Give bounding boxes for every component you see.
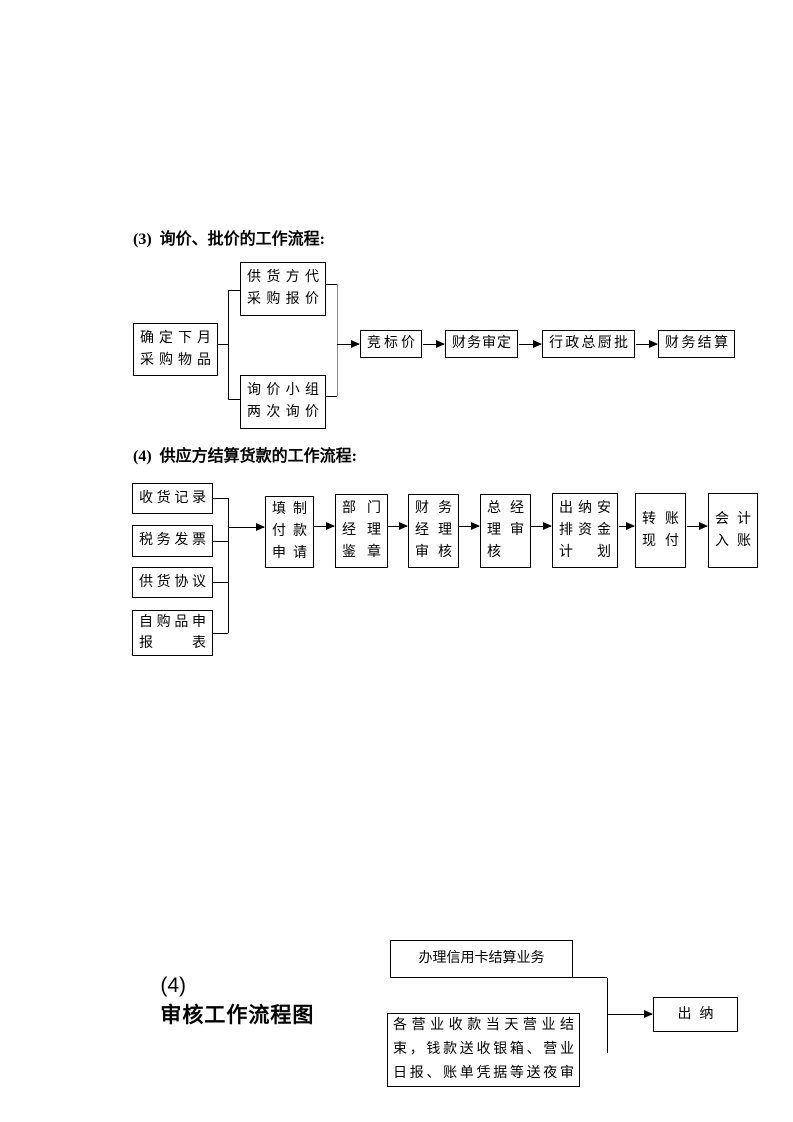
connector-hline: [326, 284, 337, 285]
box-finance-review: 财务审定: [445, 330, 518, 358]
box-text-line: 供货协议: [139, 574, 206, 590]
box-text-line: 付款: [272, 524, 307, 539]
box-cashier: 出纳: [653, 997, 738, 1032]
connector-hline: [228, 290, 240, 291]
box-text-line: 部门: [342, 501, 381, 516]
box-text-line: 确定下月: [140, 330, 211, 346]
box-credit-card-settlement: 办理信用卡结算业务: [390, 940, 573, 978]
flow-arrow: [607, 1010, 653, 1018]
box-text-line: 自购品申: [139, 615, 206, 630]
connector-hline: [326, 396, 337, 397]
box-text-line: 审核: [415, 545, 452, 560]
connector-vline: [607, 978, 608, 1053]
box-text-line: 经理: [342, 523, 381, 538]
box-text-line: 计划: [559, 544, 611, 560]
connector-hline: [213, 498, 228, 499]
connector-hline: [213, 541, 228, 542]
box-text-line: 排资金: [559, 522, 611, 538]
box-daily-closing: 各营业收款当天营业结 束，钱款送收银箱、营业 日报、账单凭据等送夜审: [387, 1013, 580, 1087]
connector-hline: [573, 977, 607, 978]
box-text-line: 束，钱款送收银箱、营业: [393, 1042, 574, 1057]
box-text-line: 各营业收款当天营业结: [393, 1018, 574, 1033]
box-text-line: 入账: [715, 533, 751, 549]
box-finance-settlement: 财务结算: [658, 330, 735, 358]
box-admin-chef-approval: 行政总厨批: [542, 330, 635, 358]
box-text-line: 财务审定: [452, 336, 511, 351]
flow-arrow: [459, 522, 480, 530]
connector-vline: [228, 498, 229, 633]
box-text-line: 填制: [272, 502, 307, 517]
box-cashier-fund-plan: 出纳安 排资金 计划: [552, 493, 618, 568]
connector-hline: [218, 344, 228, 345]
flow-arrow: [388, 522, 408, 530]
box-text-line: 核: [487, 545, 501, 560]
box-text-line: 转账: [642, 511, 679, 527]
box-transfer-cash-payment: 转账 现付: [635, 493, 686, 568]
flow-arrow: [531, 522, 552, 530]
box-text-line: 办理信用卡结算业务: [418, 951, 545, 966]
connector-hline: [213, 582, 228, 583]
flow-arrow: [636, 340, 658, 348]
box-inquiry-group-twice: 询价小组 两次询价: [240, 375, 326, 429]
flow-arrow: [314, 522, 335, 530]
box-text-line: 鉴章: [342, 545, 381, 560]
flow-arrow: [687, 522, 708, 530]
connector-vline: [337, 284, 338, 396]
box-text-line: 出纳: [677, 1006, 722, 1022]
connector-vline: [228, 290, 229, 399]
audit-flow-heading: (4) 审核工作流程图: [133, 941, 314, 1061]
pricing-flow-heading: (3) 询价、批价的工作流程:: [133, 231, 325, 248]
box-text-line: 日报、账单凭据等送夜审: [393, 1066, 574, 1081]
box-text-line: 竞标价: [367, 336, 415, 351]
box-finance-manager-review: 财务 经理 审核: [408, 494, 459, 568]
box-supply-agreement: 供货协议: [132, 567, 213, 598]
box-text-line: 申请: [272, 546, 307, 561]
box-text-line: 经理: [415, 523, 452, 538]
box-dept-manager-seal: 部门 经理 鉴章: [335, 494, 388, 568]
box-bid-price: 竞标价: [360, 330, 422, 358]
box-text-line: 采购物品: [140, 352, 211, 368]
audit-heading-title: 审核工作流程图: [160, 1004, 315, 1027]
box-text-line: 采购报价: [247, 292, 319, 307]
flow-arrow: [619, 522, 635, 530]
box-text-line: 询价小组: [247, 383, 319, 398]
box-text-line: 会计: [715, 511, 751, 527]
box-fill-payment-request: 填制 付款 申请: [265, 496, 314, 568]
box-accounting-entry: 会计 入账: [708, 493, 758, 568]
box-text-line: 供货方代: [247, 270, 319, 285]
flow-arrow: [519, 340, 542, 348]
box-determine-monthly-purchase: 确定下月 采购物品: [133, 323, 218, 376]
box-general-manager-review: 总经 理审 核: [480, 494, 531, 568]
box-self-purchase-declaration: 自购品申 报 表: [132, 610, 213, 656]
box-tax-invoice: 税务发票: [132, 525, 213, 557]
box-text-line: 财务: [415, 501, 452, 516]
box-text-line: 财务结算: [665, 336, 728, 351]
settlement-flow-heading: (4) 供应方结算货款的工作流程:: [133, 448, 357, 465]
flow-arrow: [337, 340, 360, 348]
box-text-line: 现付: [642, 533, 679, 549]
connector-hline: [228, 399, 240, 400]
box-supplier-agent-quote: 供货方代 采购报价: [240, 262, 326, 316]
flow-arrow: [228, 523, 265, 531]
flow-arrow: [423, 340, 445, 348]
box-text-line: 两次询价: [247, 405, 319, 420]
box-text-line: 收货记录: [139, 490, 206, 506]
box-text-line: 出纳安: [559, 500, 611, 516]
box-text-line: 报 表: [139, 636, 206, 651]
box-text-line: 税务发票: [139, 533, 206, 548]
connector-hline: [213, 633, 228, 634]
box-text-line: 理审: [487, 523, 524, 538]
box-receipt-record: 收货记录: [132, 483, 213, 514]
box-text-line: 总经: [487, 501, 524, 516]
audit-heading-number: (4): [160, 974, 187, 997]
box-text-line: 行政总厨批: [549, 336, 628, 351]
